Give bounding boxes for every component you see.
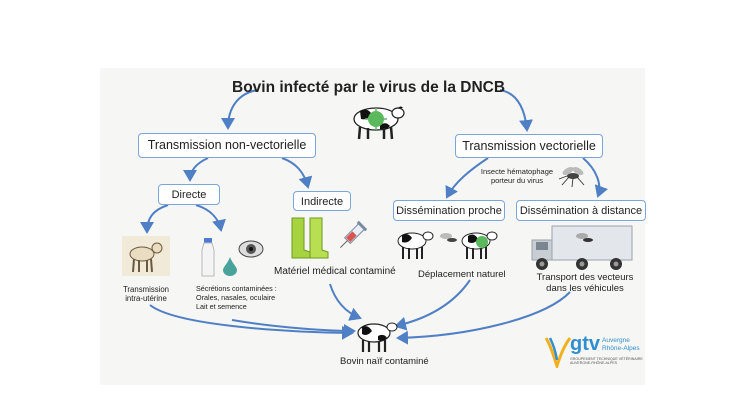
gtv-subtitle-line-1: GROUPEMENT TECHNIQUE VÉTÉRINAIRE: [570, 357, 643, 361]
node-dissemination-distance: Dissémination à distance: [516, 200, 646, 221]
secretions-line-1: Sécrétions contaminées :: [196, 284, 277, 293]
secretions-label: Sécrétions contaminées : Orales, nasales…: [196, 284, 277, 311]
syringe-icon: [340, 220, 367, 248]
diagram-title: Bovin infecté par le virus de la DNCB: [232, 79, 506, 96]
gtv-region-line-2: Rhône-Alpes: [602, 345, 640, 353]
insect-label: Insecte hématophage porteur du virus: [474, 167, 560, 186]
gtv-logo-region: Auvergne Rhône-Alpes: [602, 337, 640, 353]
secretions-line-2: Orales, nasales, oculaire: [196, 293, 276, 302]
transport-line-1: Transport des vecteurs: [536, 272, 634, 283]
arrow-deplacement-to-naif: [394, 279, 471, 331]
arrow-to-intra-uterine: [140, 204, 169, 234]
intra-uterine-line-1: Transmission: [122, 285, 170, 294]
virus-icon: [368, 111, 384, 127]
arrow-to-directe: [183, 157, 209, 182]
arrow-to-indirecte: [281, 157, 313, 189]
arrow-transport-to-naif: [396, 291, 571, 345]
insect-label-line-1: Insecte hématophage: [480, 167, 554, 176]
materiel-label: Matériel médical contaminé: [274, 266, 396, 277]
infected-cow-icon: [353, 106, 405, 140]
arrow-to-diss-distance: [582, 157, 608, 198]
node-dissemination-proche: Dissémination proche: [393, 200, 505, 221]
bovin-naif-label: Bovin naïf contaminé: [340, 356, 429, 367]
node-transmission-non-vectorielle: Transmission non-vectorielle: [138, 133, 316, 158]
secretions-line-3: Lait et semence: [196, 302, 247, 311]
gtv-logo-subtitle: GROUPEMENT TECHNIQUE VÉTÉRINAIRE AUVERGN…: [570, 357, 643, 366]
node-transmission-vectorielle: Transmission vectorielle: [455, 134, 603, 158]
boots-icon: [291, 217, 329, 259]
truck-icon: [531, 225, 633, 270]
arrow-to-secretions: [195, 204, 226, 232]
naive-cow-icon: [357, 322, 398, 352]
node-indirecte: Indirecte: [293, 191, 351, 211]
mosquito-icon: [558, 167, 585, 188]
deplacement-label: Déplacement naturel: [418, 269, 506, 280]
intra-uterine-label: Transmission intra-utérine: [118, 285, 174, 304]
arrow-to-non-vectorial: [221, 89, 259, 130]
arrow-intra-to-naif: [149, 304, 354, 340]
arrow-to-vectorial: [499, 89, 533, 132]
gtv-logo-text: gtv: [570, 333, 600, 355]
transport-label: Transport des vecteurs dans les véhicule…: [533, 272, 637, 295]
calf-icon: [122, 236, 170, 276]
gtv-logo-icon: [544, 337, 572, 368]
arrow-materiel-to-naif: [329, 283, 362, 321]
node-directe: Directe: [158, 184, 220, 205]
transport-line-2: dans les véhicules: [546, 282, 624, 294]
gtv-region-line-1: Auvergne: [602, 337, 630, 344]
drop-icon: [223, 257, 237, 276]
cows-vector-icon: [397, 231, 498, 259]
milk-bottle-icon: [201, 238, 215, 277]
arrow-to-diss-proche: [445, 157, 489, 199]
insect-label-line-2: porteur du virus: [490, 176, 544, 186]
gtv-subtitle-line-2: AUVERGNE-RHÔNE-ALPES: [570, 361, 618, 366]
intra-uterine-line-2: intra-utérine: [125, 293, 167, 303]
arrow-secretions-to-naif: [231, 319, 356, 338]
eye-icon: [238, 240, 264, 258]
